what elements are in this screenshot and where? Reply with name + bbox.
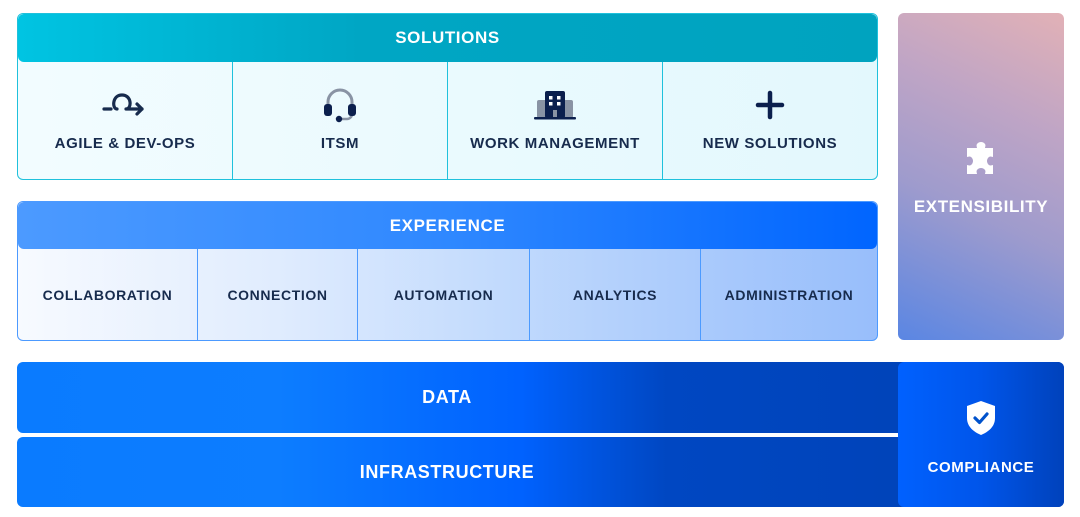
experience-automation: AUTOMATION [358, 249, 530, 340]
experience-administration: ADMINISTRATION [724, 287, 854, 303]
solution-label: AGILE & DEV-OPS [54, 135, 196, 152]
solutions-header: SOLUTIONS [18, 14, 877, 62]
solution-label: WORK MANAGEMENT [470, 135, 640, 152]
solution-label: ITSM [320, 135, 360, 152]
compliance-label: COMPLIANCE [927, 459, 1035, 476]
solution-new-solutions: NEW SOLUTIONS [663, 62, 877, 179]
experience-collaboration: COLLABORATION [18, 249, 198, 340]
solution-agile-devops: AGILE & DEV-OPS [18, 62, 233, 179]
experience-items: COLLABORATION CONNECTION AUTOMATION ANAL… [18, 249, 877, 340]
loop-arrow-icon [102, 85, 148, 125]
shield-check-icon [964, 399, 998, 441]
data-layer: DATA [17, 362, 1064, 433]
solution-work-management: WORK MANAGEMENT [448, 62, 663, 179]
plus-icon [754, 85, 786, 125]
building-icon [532, 85, 578, 125]
experience-analytics: ANALYTICS [530, 249, 701, 340]
data-label: DATA [422, 387, 472, 407]
extensibility-pillar: EXTENSIBILITY [898, 13, 1064, 340]
infrastructure-layer: INFRASTRUCTURE [17, 437, 1064, 507]
compliance-pillar: COMPLIANCE [898, 362, 1064, 507]
headset-icon [320, 85, 360, 125]
extensibility-label: EXTENSIBILITY [913, 197, 1049, 216]
experience-connection: CONNECTION [198, 249, 358, 340]
solution-label: NEW SOLUTIONS [702, 135, 838, 152]
solutions-items: AGILE & DEV-OPS ITSM [18, 62, 877, 179]
experience-layer: EXPERIENCE COLLABORATION CONNECTION AUTO… [17, 201, 878, 341]
solution-itsm: ITSM [233, 62, 448, 179]
infrastructure-label: INFRASTRUCTURE [359, 461, 535, 482]
puzzle-piece-icon [961, 140, 1001, 185]
solutions-layer: SOLUTIONS AGILE & DEV-OPS [17, 13, 878, 180]
experience-header: EXPERIENCE [18, 202, 877, 249]
